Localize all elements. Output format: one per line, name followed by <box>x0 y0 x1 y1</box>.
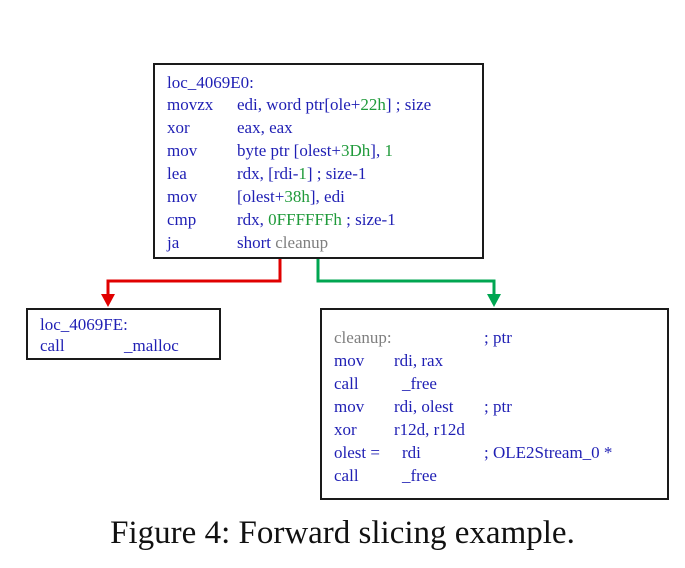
operand: rdx, [rdi-1] ; size-1 <box>237 164 367 183</box>
operand: short cleanup <box>237 233 329 252</box>
comment: ; ptr <box>484 397 512 416</box>
jump-target-cleanup: cleanup <box>275 233 329 252</box>
block-label: loc_4069E0: <box>167 73 254 92</box>
mnemonic: mov <box>334 351 365 370</box>
edge-false-red <box>106 258 282 296</box>
figure-caption: Figure 4: Forward slicing example. <box>110 515 575 551</box>
mnemonic: call <box>334 374 359 393</box>
operand: eax, eax <box>237 118 293 137</box>
mnemonic: movzx <box>167 95 214 114</box>
operand: _malloc <box>124 336 179 355</box>
operand: byte ptr [olest+3Dh], 1 <box>237 141 393 160</box>
comment: ; OLE2Stream_0 * <box>484 443 613 462</box>
mnemonic: xor <box>334 420 357 439</box>
operand: rdi, olest <box>394 397 454 416</box>
edge-true-arrowhead <box>487 294 501 307</box>
mnemonic: olest = <box>334 443 380 462</box>
mnemonic: cmp <box>167 210 197 229</box>
operand: _free <box>402 466 437 485</box>
operand: _free <box>402 374 437 393</box>
edge-true-green <box>316 258 496 296</box>
operand: r12d, r12d <box>394 420 465 439</box>
operand: rdx, 0FFFFFFh ; size-1 <box>237 210 396 229</box>
edge-false-arrowhead <box>101 294 115 307</box>
operand: edi, word ptr[ole+22h] ; size <box>237 95 432 114</box>
mnemonic: mov <box>167 141 198 160</box>
block-label: loc_4069FE: <box>40 315 128 334</box>
mnemonic: ja <box>167 233 180 252</box>
block-cleanup: cleanup: ; ptr mov rdi, rax call _free m… <box>320 308 669 500</box>
block-label: cleanup: <box>334 328 392 347</box>
mnemonic: mov <box>167 187 198 206</box>
comment: ; ptr <box>484 328 512 347</box>
block-loc-4069e0: loc_4069E0: movzx edi, word ptr[ole+22h]… <box>153 63 484 259</box>
operand: rdi <box>402 443 421 462</box>
block-loc-4069fe: loc_4069FE: call _malloc <box>26 308 221 360</box>
mnemonic: lea <box>167 164 187 183</box>
mnemonic: xor <box>167 118 190 137</box>
mnemonic: mov <box>334 397 365 416</box>
operand: [olest+38h], edi <box>237 187 345 206</box>
mnemonic: call <box>334 466 359 485</box>
mnemonic: call <box>40 336 65 355</box>
operand: rdi, rax <box>394 351 444 370</box>
